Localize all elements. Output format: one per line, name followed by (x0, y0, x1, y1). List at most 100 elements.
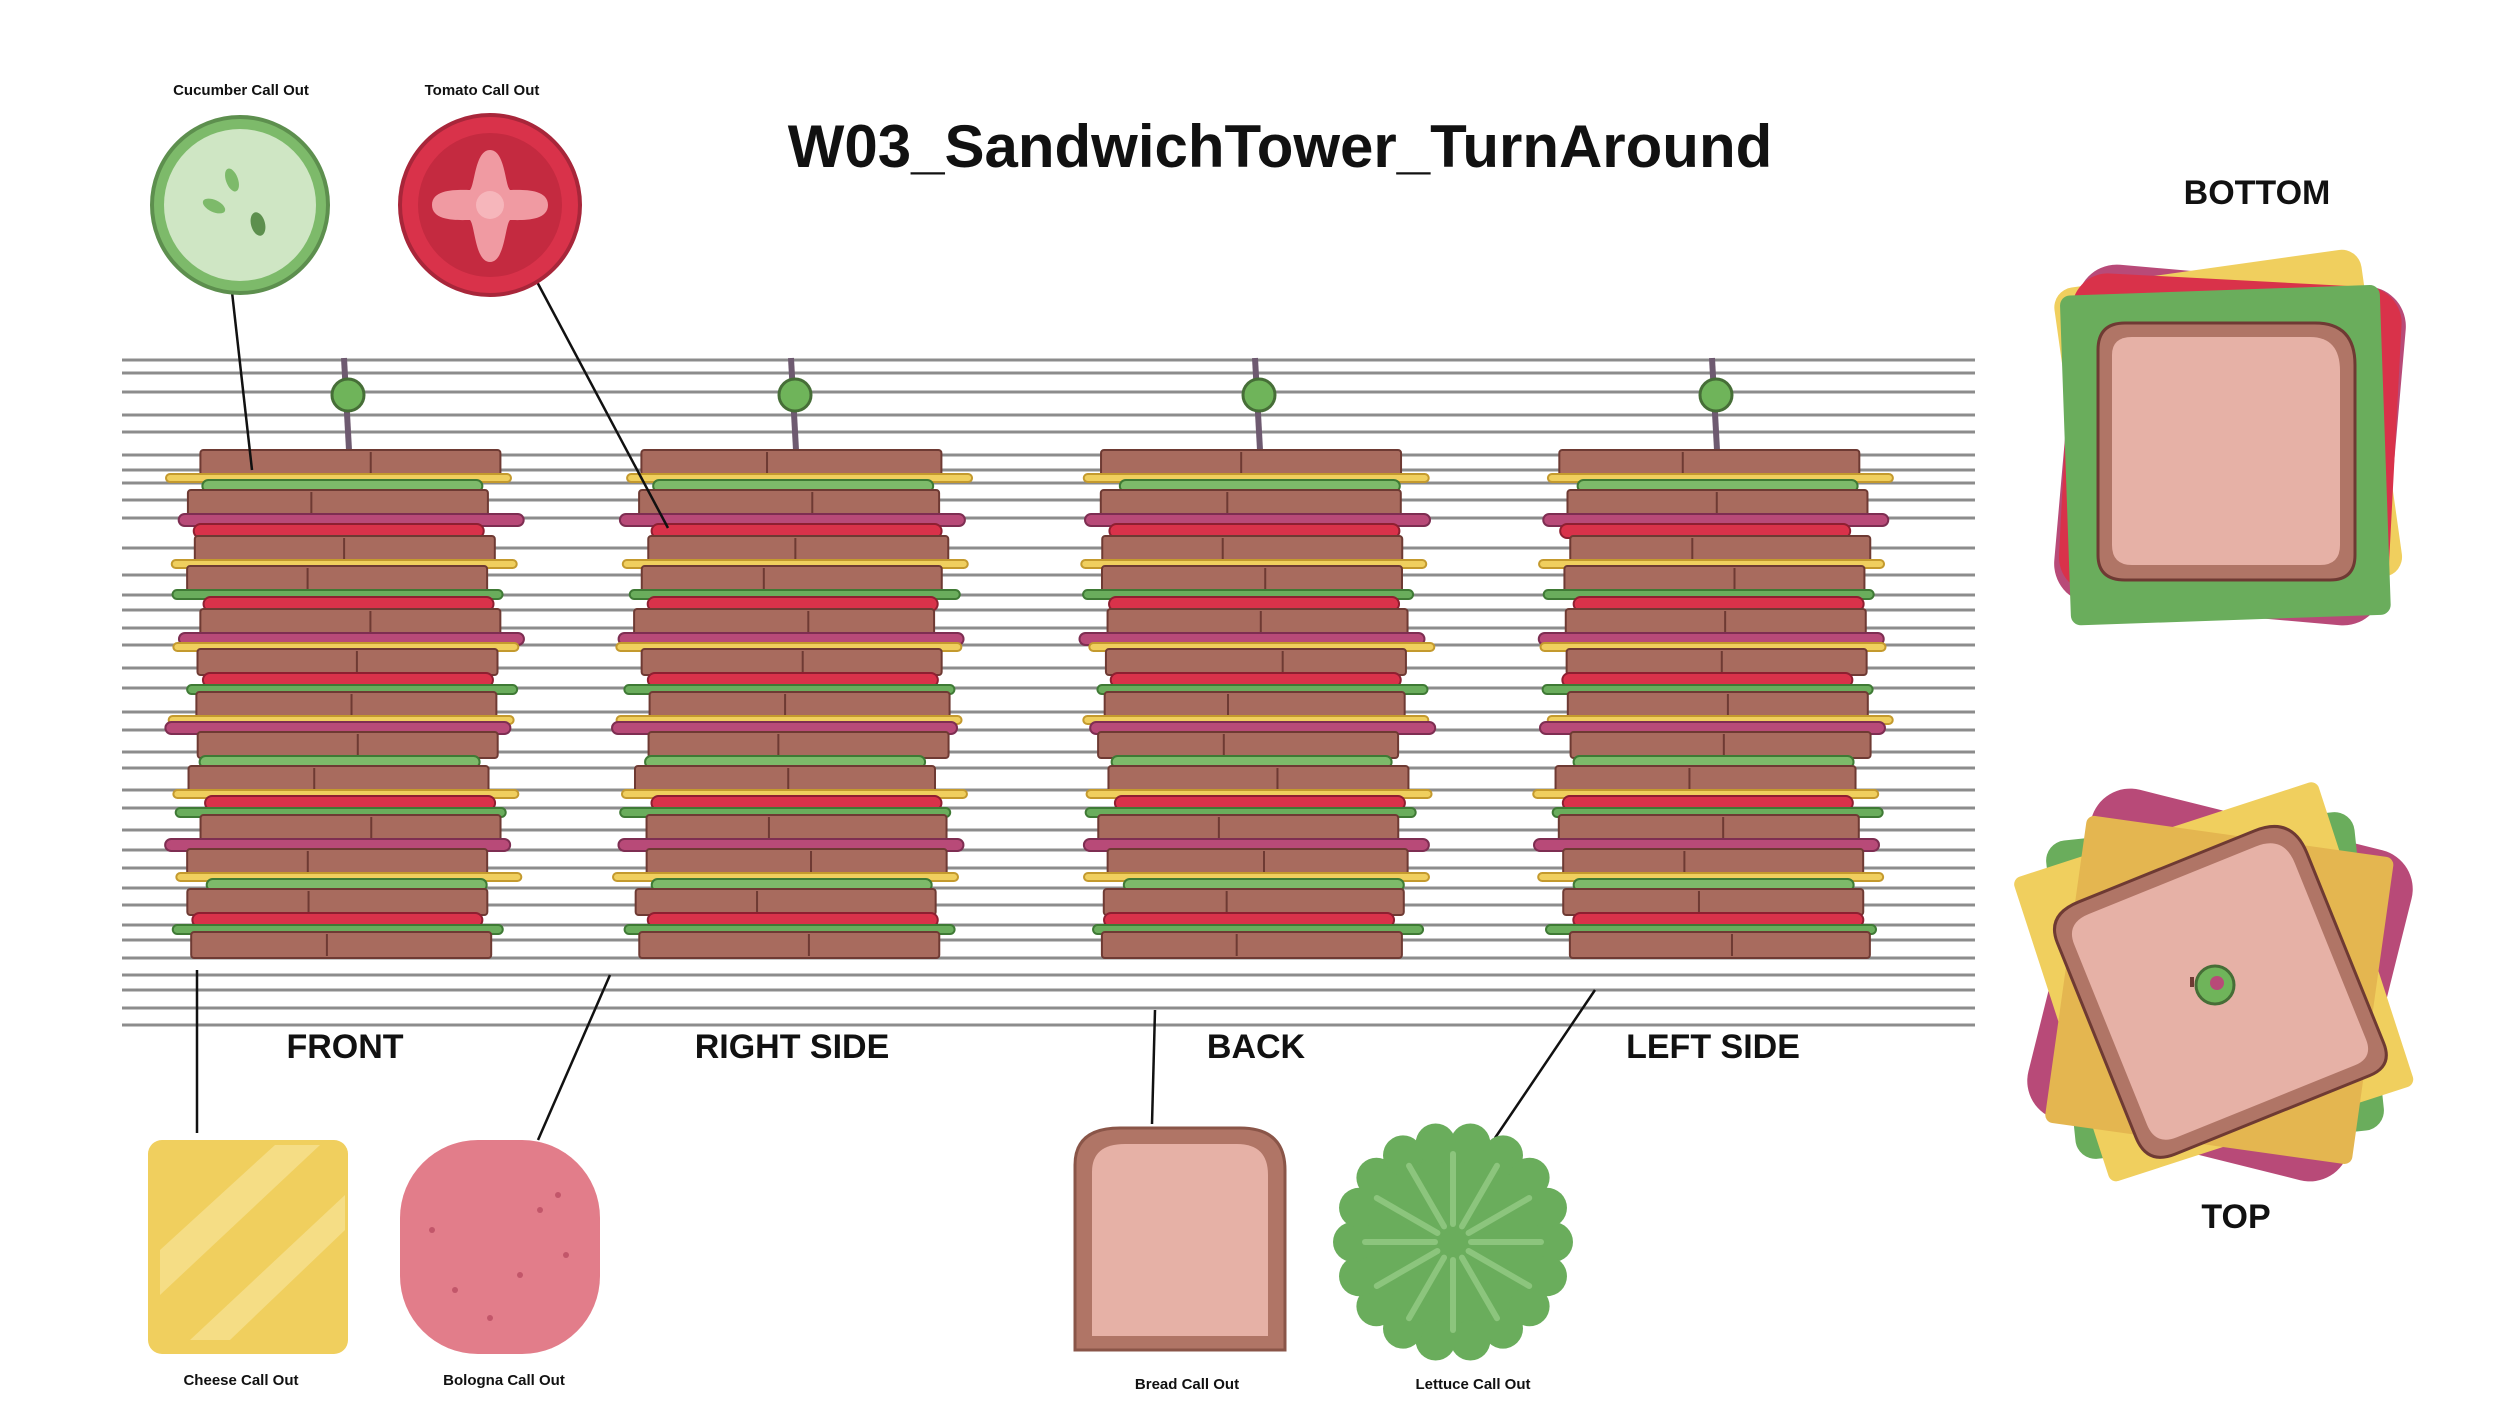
bread-callout-label: Bread Call Out (1134, 1376, 1240, 1393)
bread-layer (1103, 691, 1406, 719)
lettuce-vein (1459, 1162, 1500, 1230)
bread-layer (1106, 608, 1409, 636)
lettuce-edge (1383, 1135, 1423, 1176)
top-view-label: TOP (2201, 1198, 2271, 1236)
olive-icon (777, 377, 813, 413)
bread-layer (1564, 608, 1867, 636)
lettuce-edge (1483, 1135, 1523, 1176)
back-view-label: BACK (1206, 1028, 1306, 1066)
bread-layer (199, 449, 502, 477)
bread-layer (645, 814, 948, 842)
cheese-callout-icon (148, 1140, 348, 1354)
lettuce-vein (1406, 1162, 1447, 1230)
lettuce-edge (1383, 1308, 1423, 1349)
lettuce-edge (1533, 1222, 1573, 1262)
lettuce-edge (1415, 1123, 1456, 1164)
lettuce-edge (1339, 1256, 1380, 1297)
lettuce-edge (1450, 1320, 1491, 1361)
bread-layer (1102, 888, 1405, 916)
lettuce-edge (1526, 1256, 1567, 1297)
bread-layer (186, 489, 489, 517)
bread-layer (633, 765, 936, 793)
bread-layer (633, 608, 936, 636)
olive-icon (1698, 377, 1734, 413)
bread-layer (196, 731, 499, 759)
bread-layer (1557, 814, 1860, 842)
lettuce-edge (1526, 1187, 1567, 1228)
bread-layer (195, 691, 498, 719)
bottom-view-illustration (2054, 249, 2406, 626)
tower-views (164, 357, 1894, 959)
tomato-callout-label: Tomato Call Out (424, 82, 540, 99)
bread-layer (648, 691, 951, 719)
cucumber-callout-label: Cucumber Call Out (173, 82, 309, 99)
bread-layer (647, 731, 950, 759)
bread-layer (1569, 731, 1872, 759)
lettuce-edge (1483, 1308, 1523, 1349)
lettuce-vein (1465, 1195, 1533, 1236)
bread-layer (196, 648, 499, 676)
bread-layer (199, 608, 502, 636)
lettuce-vein (1373, 1195, 1441, 1236)
lettuce-edge (1450, 1123, 1491, 1164)
bologna-callout-icon (400, 1140, 600, 1354)
lettuce-edge (1356, 1157, 1397, 1198)
sandwich-tower (1532, 357, 1894, 959)
bread-layer (638, 489, 941, 517)
page-title: W03_SandwichTower_TurnAround (787, 113, 1773, 180)
bread-layer (1100, 931, 1403, 959)
tomato-callout-icon (398, 113, 582, 297)
left-side-view-label: LEFT SIDE (1626, 1028, 1800, 1066)
bread-layer (186, 565, 489, 593)
bread-layer (645, 848, 948, 876)
bread-layer (1101, 535, 1404, 563)
lettuce-edge (1509, 1286, 1550, 1327)
bread-layer (1568, 931, 1871, 959)
bread-layer (190, 931, 493, 959)
callout-leader-line (533, 277, 670, 529)
lettuce-vein (1465, 1248, 1533, 1289)
right-side-view-label: RIGHT SIDE (694, 1028, 890, 1066)
bread-layer (187, 765, 490, 793)
lettuce-edge (1509, 1157, 1550, 1198)
callout-leader-line (1493, 989, 1597, 1139)
lettuce-callout-label: Lettuce Call Out (1415, 1376, 1531, 1393)
bottom-view-label: BOTTOM (2183, 174, 2331, 212)
bread-layer (1562, 848, 1865, 876)
bread-layer (1104, 648, 1407, 676)
bread-layer (1099, 489, 1402, 517)
bologna-callout-label: Bologna Call Out (443, 1372, 565, 1389)
olive-icon (330, 377, 366, 413)
bread-layer (1106, 848, 1409, 876)
olive-icon (1241, 377, 1277, 413)
lettuce-vein (1406, 1254, 1447, 1322)
sandwich-tower (611, 357, 974, 959)
bread-layer (1097, 814, 1400, 842)
cucumber-callout-icon (150, 115, 330, 295)
bread-callout-icon (1073, 1126, 1287, 1352)
bread-layer (1100, 449, 1403, 477)
callout-leader-line (230, 291, 254, 471)
bread-layer (199, 814, 502, 842)
callout-leader-line (536, 974, 612, 1141)
bread-layer (1566, 691, 1869, 719)
bread-layer (1565, 648, 1868, 676)
bread-layer (640, 648, 943, 676)
bread-layer (640, 449, 943, 477)
bread-layer (634, 888, 937, 916)
bread-layer (1100, 565, 1403, 593)
front-view-label: FRONT (286, 1028, 404, 1066)
bread-layer (186, 888, 489, 916)
bread-layer (1107, 765, 1410, 793)
bread-layer (1563, 565, 1866, 593)
bread-layer (638, 931, 941, 959)
bread-layer (640, 565, 943, 593)
bread-layer (1569, 535, 1872, 563)
bread-layer (647, 535, 950, 563)
callout-leader-line (1150, 1009, 1157, 1125)
sandwich-tower (164, 357, 525, 959)
lettuce-callout-icon (1333, 1123, 1573, 1361)
lettuce-edge (1356, 1286, 1397, 1327)
lettuce-vein (1459, 1254, 1500, 1322)
lettuce-vein (1373, 1248, 1441, 1289)
